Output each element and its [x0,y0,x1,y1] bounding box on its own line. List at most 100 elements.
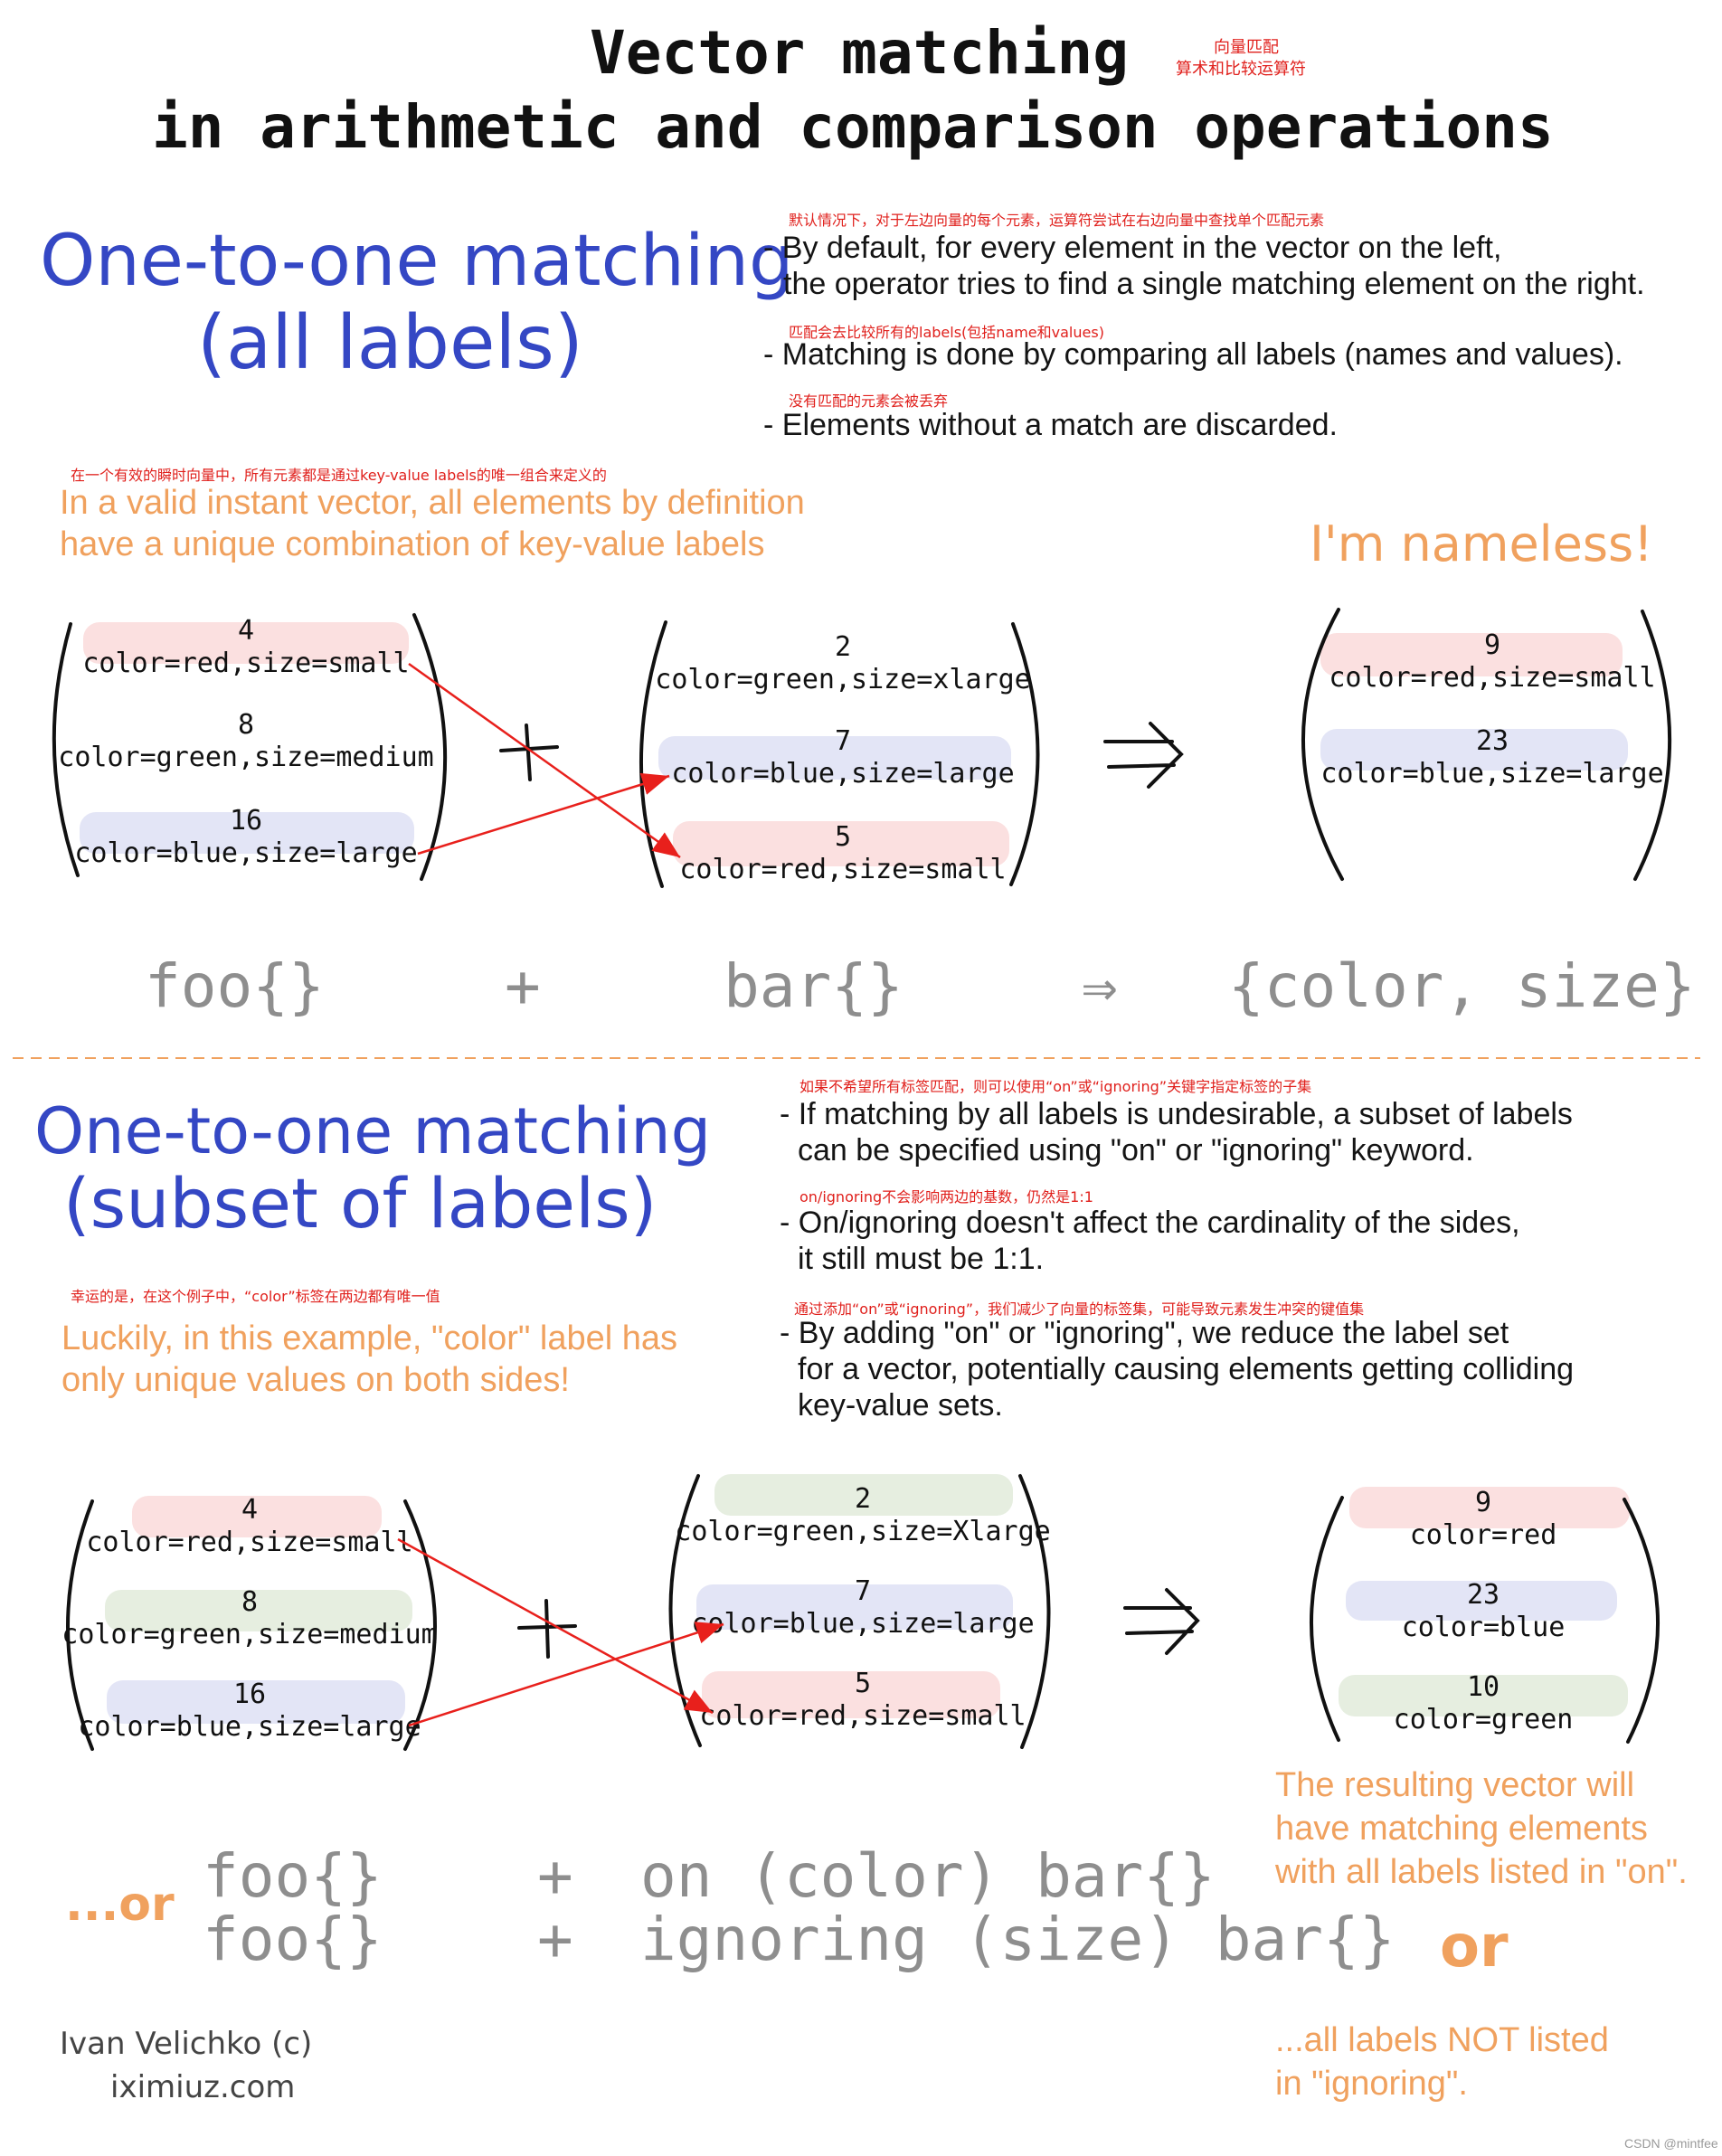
s1-result-el2-value: 23 [1475,725,1509,757]
s1-result-blue-highlight [1320,729,1628,771]
s1-left-open-bracket [52,622,80,877]
s2-bullet3-en1: - By adding "on" or "ignoring", we reduc… [780,1316,1509,1350]
s1-left-blue-highlight [80,812,414,854]
s2-bullet2-en1: - On/ignoring doesn't affect the cardina… [780,1206,1520,1240]
s1-result-el1-value: 9 [1483,629,1501,661]
s2-result-red-highlight [1349,1487,1630,1528]
s1-bullet1-en2: the operator tries to find a single matc… [783,267,1645,301]
s1-implies-arrow [1103,722,1184,789]
s1-bullet1-en1: - By default, for every element in the v… [763,231,1502,265]
s1-right-close-bracket [1009,622,1040,886]
s2-left-el1-labels: color=red,size=small [86,1527,413,1558]
section2-heading-line2: (subset of labels) [63,1163,658,1243]
s1-right-el3-value: 5 [834,821,852,853]
s1-result-el2-labels: color=blue,size=large [1320,758,1664,790]
s1-right-red-highlight [673,821,1009,866]
s1-note-en1: In a valid instant vector, all elements … [60,484,805,522]
s2-or-word: or [1440,1914,1509,1981]
s2-left-el2-labels: color=green,size=medium [62,1619,438,1650]
s2-right-open-bracket [668,1474,702,1747]
section1-heading-line2: (all labels) [197,300,583,386]
s1-bullet3-en1: - Elements without a match are discarded… [763,408,1338,442]
s1-left-el1-labels: color=red,size=small [82,648,410,679]
s2-bullet3-en2: for a vector, potentially causing elemen… [798,1352,1575,1386]
s1-right-blue-highlight [658,736,1011,780]
s1-bullet2-cn: 匹配会去比较所有的labels(包括name和values) [789,324,1104,341]
s2-bullet1-en2: can be specified using "on" or "ignoring… [798,1133,1474,1168]
s2-right-el1-value: 2 [854,1483,872,1515]
s2-bullet1-en1: - If matching by all labels is undesirab… [780,1097,1573,1131]
s2-implies-arrow [1123,1588,1200,1655]
s2-right-green-highlight [714,1474,1013,1516]
s2-expr-ignoring-rest: ignoring (size) bar{} [640,1905,1396,1974]
s1-result-open-bracket [1301,608,1344,881]
s2-right-blue-highlight [696,1584,1013,1630]
s1-right-el2-labels: color=blue,size=large [671,758,1015,790]
s2-right-el2-labels: color=blue,size=large [691,1608,1035,1640]
title-cn-line2: 算术和比较运算符 [1176,60,1306,79]
s2-note-en1: Luckily, in this example, "color" label … [62,1319,678,1357]
s2-result-close-bracket [1623,1498,1660,1744]
s1-right-el3-labels: color=red,size=small [679,854,1007,885]
s2-left-green-highlight [105,1590,412,1631]
s1-left-close-bracket [412,613,448,881]
s1-bullet1-cn: 默认情况下，对于左边向量的每个元素，运算符尝试在右边向量中查找单个匹配元素 [789,212,1325,229]
s2-match-arrow-red [397,1537,714,1715]
s1-result-red-highlight [1320,633,1623,676]
s1-right-open-bracket [639,620,667,888]
s1-result-el1-labels: color=red,size=small [1329,662,1656,694]
s1-right-el1-labels: color=green,size=xlarge [655,664,1031,695]
s2-result-note3: with all labels listed in "on". [1275,1853,1688,1891]
section1-heading-line1: One-to-one matching [40,221,794,302]
s1-left-el1-value: 4 [237,615,255,647]
s2-expr-on-foo: foo{} [203,1841,383,1911]
s2-left-blue-highlight [107,1680,405,1724]
s2-expr-ignoring-plus: + [537,1905,573,1974]
section2-heading-line1: One-to-one matching [34,1094,712,1168]
s1-left-el3-value: 16 [229,805,263,837]
s1-expr-result: {color, size} [1228,951,1696,1021]
s1-expr-plus: + [505,951,541,1021]
s2-left-open-bracket [66,1499,94,1751]
s1-left-el2-value: 8 [237,709,255,741]
s1-bullet3-cn: 没有匹配的元素会被丢弃 [789,392,949,410]
s1-note-cn: 在一个有效的瞬时向量中，所有元素都是通过key-value labels的唯一组… [71,467,607,484]
s2-right-el1-labels: color=green,size=Xlarge [675,1516,1051,1547]
s2-bullet3-en3: key-value sets. [798,1388,1003,1423]
s2-right-el2-value: 7 [854,1575,872,1607]
s2-left-el1-value: 4 [241,1494,259,1526]
s2-bullet3-cn: 通过添加“on”或“ignoring”，我们减少了向量的标签集，可能导致元素发生… [794,1300,1365,1318]
s1-match-arrow-blue [417,772,670,856]
s2-result-el1-value: 9 [1474,1487,1492,1518]
footer-site: iximiuz.com [110,2069,296,2105]
s2-right-close-bracket [1018,1474,1051,1749]
s2-expr-on-rest: on (color) bar{} [640,1841,1216,1911]
s1-left-el3-labels: color=blue,size=large [74,837,418,869]
s1-expr-bar: bar{} [724,951,904,1021]
s1-plus-sign [499,723,559,781]
s1-bullet2-en1: - Matching is done by comparing all labe… [763,337,1623,372]
s2-result-el2-value: 23 [1466,1579,1500,1611]
s2-result-el3-labels: color=green [1393,1704,1574,1735]
s1-expr-foo: foo{} [145,951,325,1021]
s2-right-el3-labels: color=red,size=small [699,1700,1027,1732]
s2-left-el3-labels: color=blue,size=large [78,1711,421,1743]
s1-right-el2-value: 7 [834,725,852,757]
s2-bullet1-cn: 如果不希望所有标签匹配，则可以使用“on”或“ignoring”关键字指定标签的… [800,1078,1312,1095]
s2-left-el2-value: 8 [241,1586,259,1618]
s2-ignoring-note1: ...all labels NOT listed [1275,2021,1609,2059]
s2-right-el3-value: 5 [854,1668,872,1699]
s2-plus-sign [517,1599,577,1659]
s1-match-arrow-red [408,662,681,859]
s2-result-open-bracket [1309,1496,1344,1742]
s2-note-en2: only unique values on both sides! [62,1361,570,1399]
s2-expr-on-plus: + [537,1841,573,1911]
s2-ignoring-note2: in "ignoring". [1275,2065,1468,2103]
title-cn-line1: 向量匹配 [1214,38,1279,57]
s2-note-cn: 幸运的是，在这个例子中，“color”标签在两边都有唯一值 [71,1288,440,1305]
s2-bullet2-en2: it still must be 1:1. [798,1242,1045,1276]
watermark: CSDN @mintfee [1624,2136,1718,2151]
s2-left-red-highlight [132,1496,382,1537]
s2-match-arrow-blue [408,1622,724,1727]
